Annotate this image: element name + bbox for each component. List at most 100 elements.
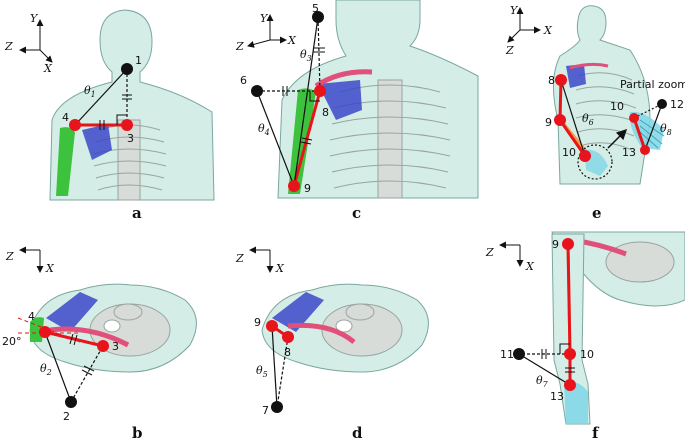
point-label-10: 10 bbox=[562, 146, 576, 159]
panel-a: Y Z X 1 bbox=[4, 9, 215, 222]
vector-8-5 bbox=[317, 16, 321, 92]
axis-z-label: Z bbox=[235, 252, 244, 265]
panel-letter-a: a bbox=[132, 204, 142, 222]
scapula bbox=[318, 80, 362, 120]
point-label-10: 10 bbox=[610, 100, 624, 113]
humerus bbox=[56, 127, 75, 196]
point-label-6: 6 bbox=[240, 74, 247, 87]
joint-point bbox=[640, 145, 650, 155]
angle-label: θ5 bbox=[256, 364, 268, 379]
vector-8-7 bbox=[276, 336, 289, 408]
joint-point bbox=[266, 320, 278, 332]
point-label-8: 8 bbox=[322, 106, 329, 119]
angle-label: θ2 bbox=[40, 362, 52, 377]
joint-point bbox=[562, 238, 574, 250]
axis-y-label: Y bbox=[510, 4, 519, 17]
axis-x-label: X bbox=[543, 24, 553, 37]
marker-point bbox=[121, 63, 133, 75]
vector-9-10 bbox=[558, 119, 587, 157]
panel-letter-b: b bbox=[132, 424, 143, 441]
point-label-5: 5 bbox=[312, 2, 319, 15]
hand-shape bbox=[564, 382, 588, 424]
joint-point bbox=[288, 180, 300, 192]
axis-triad: Z X bbox=[5, 246, 55, 275]
marker-point bbox=[312, 11, 324, 23]
joint-point bbox=[579, 150, 591, 162]
vector-9-6 bbox=[256, 90, 295, 187]
joint-point bbox=[555, 74, 567, 86]
panel-c: Y Z X 5 bbox=[235, 0, 479, 222]
panel-b: Z X 4 3 2 20° θ2 b bbox=[2, 246, 197, 441]
point-label-4: 4 bbox=[62, 111, 69, 124]
joint-point bbox=[69, 119, 81, 131]
panel-letter-c: c bbox=[352, 204, 361, 222]
tick-mark bbox=[541, 349, 575, 373]
scapula bbox=[46, 292, 98, 332]
vector-11-13 bbox=[518, 353, 571, 386]
hand-shape bbox=[629, 111, 664, 150]
vector-4-3 bbox=[44, 330, 104, 348]
rib-cage bbox=[321, 303, 403, 357]
vector-4-1 bbox=[74, 68, 128, 126]
vector-12-13 bbox=[644, 103, 663, 151]
axis-x-label: X bbox=[525, 260, 535, 273]
point-label-3: 3 bbox=[127, 132, 134, 145]
scapula bbox=[82, 124, 112, 160]
scapula bbox=[272, 292, 324, 332]
point-label-9: 9 bbox=[304, 182, 311, 195]
point-label-8: 8 bbox=[548, 74, 555, 87]
point-label-12: 12 bbox=[670, 98, 684, 111]
axis-z-label: Z bbox=[5, 250, 14, 263]
joint-point bbox=[39, 326, 51, 338]
point-label-7: 7 bbox=[262, 404, 269, 417]
vector-4-2 bbox=[44, 331, 72, 403]
vector-10-13 bbox=[632, 117, 647, 151]
panel-f: Z X 9 10 11 13 θ7 f bbox=[485, 231, 685, 441]
joint-point bbox=[554, 114, 566, 126]
clavicle bbox=[287, 322, 356, 344]
rib-cage bbox=[329, 79, 451, 199]
axis-z-label: Z bbox=[505, 44, 514, 57]
tick-mark bbox=[282, 47, 325, 145]
point-label-13: 13 bbox=[550, 390, 564, 403]
vector-8-10 bbox=[560, 79, 586, 157]
panel-d: Z X 9 8 7 θ5 d bbox=[235, 246, 429, 441]
point-label-1: 1 bbox=[135, 54, 142, 67]
point-label-10: 10 bbox=[580, 348, 594, 361]
angle-label: θ6 bbox=[582, 112, 594, 127]
point-label-9: 9 bbox=[552, 238, 559, 251]
point-label-8: 8 bbox=[284, 346, 291, 359]
zoom-region bbox=[577, 144, 613, 180]
point-label-11: 11 bbox=[500, 348, 514, 361]
panel-letter-f: f bbox=[592, 424, 600, 441]
joint-point bbox=[564, 348, 576, 360]
zoom-arrow bbox=[607, 128, 628, 149]
tick-mark bbox=[99, 94, 132, 130]
marker-point bbox=[513, 348, 525, 360]
point-label-4: 4 bbox=[28, 310, 35, 323]
axis-x-label: X bbox=[275, 262, 285, 275]
axis-triad: Y Z X bbox=[235, 12, 297, 53]
angle-label: θ3 bbox=[300, 48, 312, 63]
inclination-label: 20° bbox=[2, 335, 22, 348]
axis-x-label: X bbox=[45, 262, 55, 275]
axis-y-label: Y bbox=[260, 12, 269, 25]
point-label-9: 9 bbox=[254, 316, 261, 329]
axis-x-label: X bbox=[287, 34, 297, 47]
axis-y-label: Y bbox=[30, 12, 39, 25]
panel-letter-e: e bbox=[592, 204, 602, 222]
panel-letter-d: d bbox=[352, 424, 363, 441]
angle-label: θ7 bbox=[536, 374, 549, 389]
vector-9-10 bbox=[566, 243, 572, 355]
tick-mark bbox=[69, 333, 95, 376]
scapula bbox=[566, 64, 586, 88]
marker-point bbox=[65, 396, 77, 408]
axis-triad: Z X bbox=[485, 241, 535, 273]
axis-z-label: Z bbox=[235, 40, 244, 53]
axis-z-label: Z bbox=[485, 246, 494, 259]
rib-cage bbox=[93, 119, 167, 201]
panel-e: Y X Z 8 9 10 θ6 Partial zoom bbox=[505, 4, 685, 222]
point-label-13: 13 bbox=[622, 146, 636, 159]
point-label-9: 9 bbox=[545, 116, 552, 129]
